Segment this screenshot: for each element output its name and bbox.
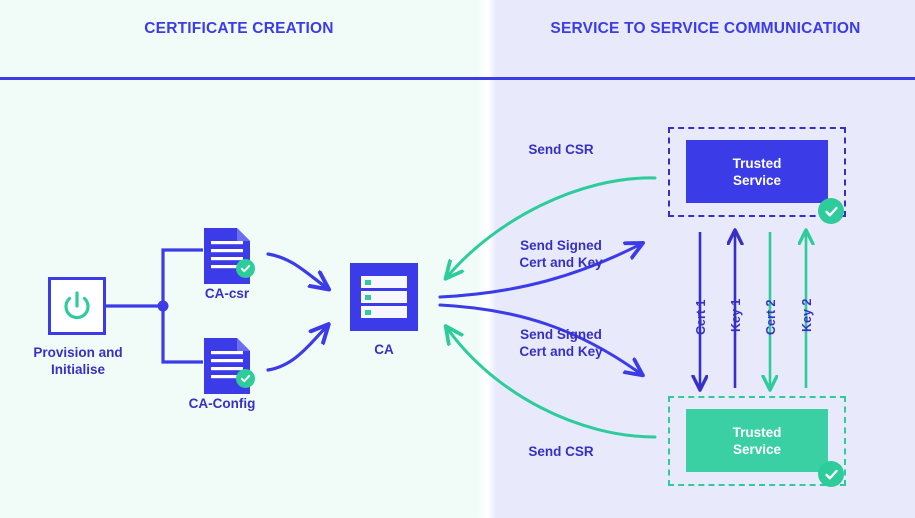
- check-icon: [824, 469, 838, 479]
- trusted-service-bottom-boundary: [668, 396, 846, 486]
- trusted-service-top-boundary: [668, 127, 846, 217]
- ca-label: CA: [374, 342, 394, 357]
- check-badge-trusted-service-bottom: [818, 461, 844, 487]
- header-certificate-creation: CERTIFICATE CREATION: [144, 20, 334, 37]
- ca-config-label: CA-Config: [188, 396, 256, 411]
- ca-csr-label: CA-csr: [204, 286, 250, 301]
- check-badge-ca-csr: [236, 259, 255, 278]
- check-icon: [240, 374, 251, 383]
- flow-label-send-csr-top: Send CSR: [528, 142, 594, 157]
- trusted-service-bottom[interactable]: Trusted Service: [668, 396, 846, 486]
- check-icon: [240, 264, 251, 273]
- arrow-label-key-2: Key 2: [800, 298, 814, 332]
- arrow-label-cert-1: Cert 1: [694, 299, 708, 335]
- check-badge-trusted-service-top: [818, 198, 844, 224]
- arrow-label-key-1: Key 1: [729, 298, 743, 332]
- check-icon: [824, 206, 838, 216]
- check-badge-ca-config: [236, 369, 255, 388]
- header-service-to-service-communication: SERVICE TO SERVICE COMMUNICATION: [550, 20, 861, 37]
- flow-label-send-signed-cert-key-bottom: Send Signed Cert and Key: [519, 327, 603, 359]
- header-divider-rule: [0, 77, 915, 80]
- provision-node[interactable]: [48, 277, 106, 335]
- arrow-label-cert-2: Cert 2: [764, 299, 778, 335]
- flow-label-send-csr-bottom: Send CSR: [528, 444, 594, 459]
- trusted-service-top[interactable]: Trusted Service: [668, 127, 846, 217]
- provision-label: Provision and Initialise: [33, 345, 123, 377]
- power-icon: [64, 291, 90, 320]
- trusted-service-bottom-label: Trusted Service: [686, 409, 828, 472]
- flow-label-send-signed-cert-key-top: Send Signed Cert and Key: [519, 238, 603, 270]
- trusted-service-top-label: Trusted Service: [686, 140, 828, 203]
